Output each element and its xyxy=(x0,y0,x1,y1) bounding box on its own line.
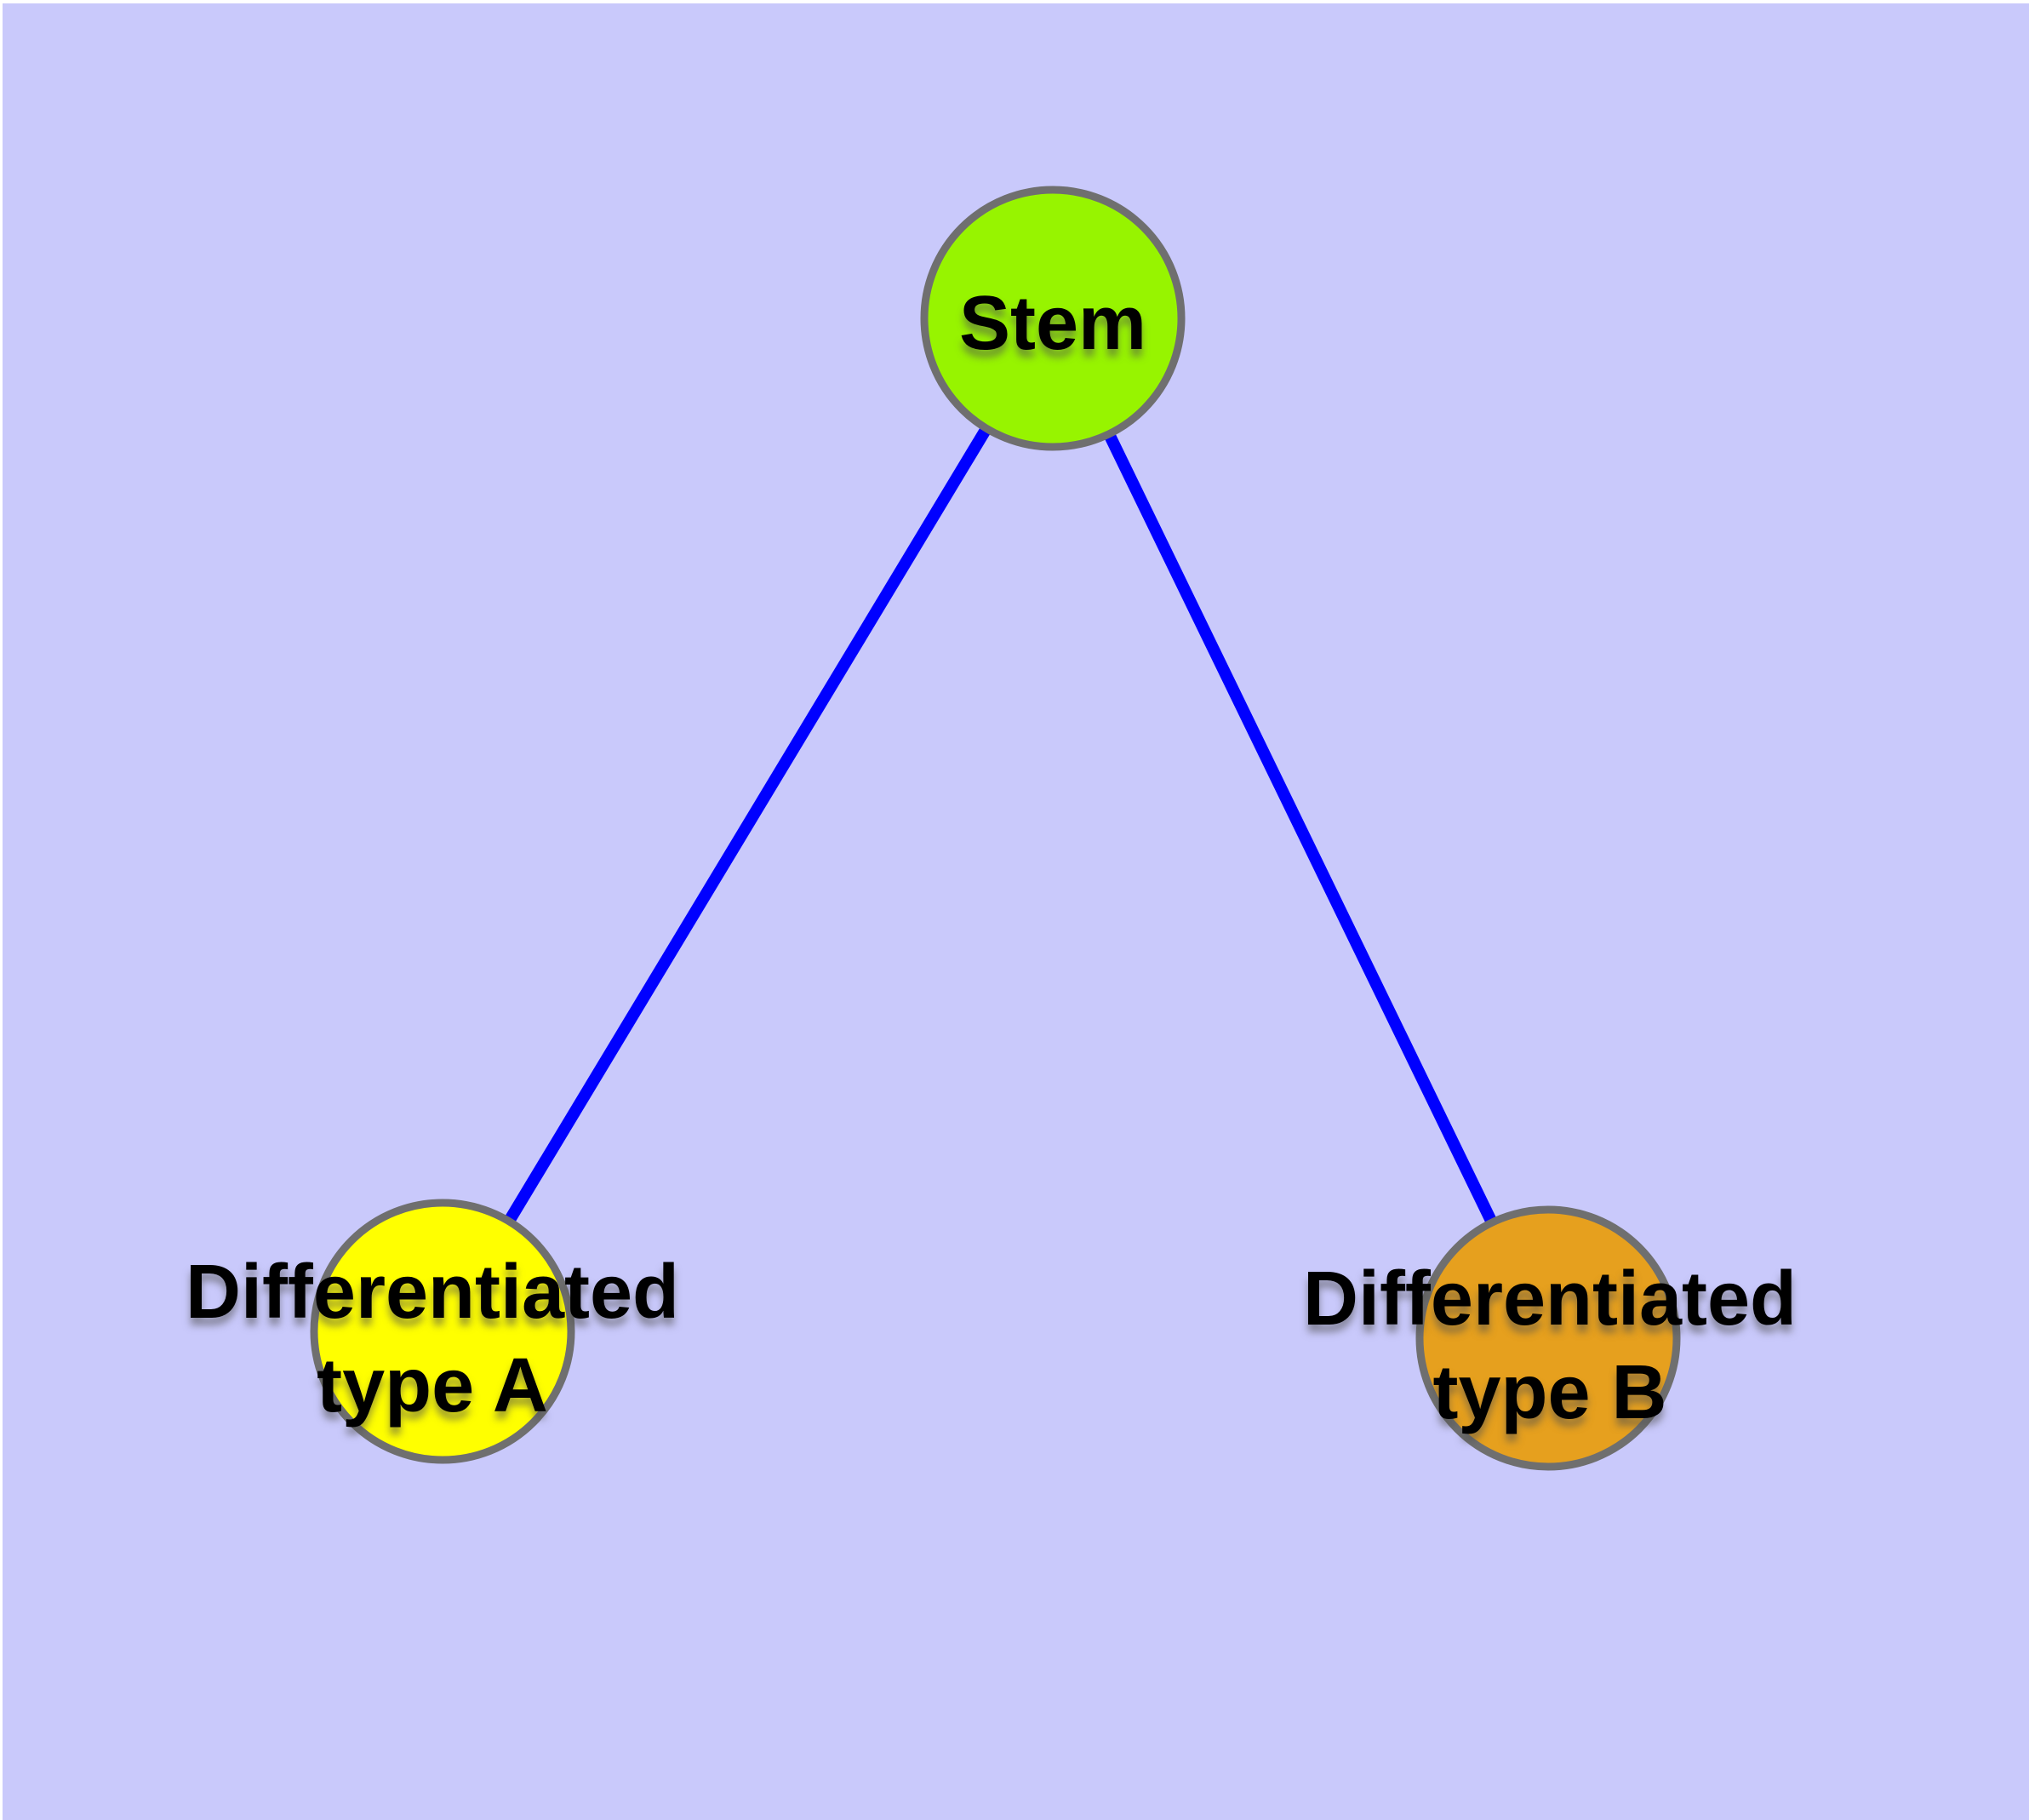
stem-node-label: Stem xyxy=(959,281,1146,366)
stem-node xyxy=(920,186,1186,451)
differentiated-type-b-node xyxy=(1415,1205,1681,1471)
edge-stem-to-type-b xyxy=(1047,315,1554,1342)
edge-stem-to-type-a xyxy=(437,315,1058,1335)
differentiated-type-a-label-line2: type A xyxy=(317,1343,548,1428)
differentiated-type-b-label-line1: Differentiated xyxy=(1303,1256,1797,1342)
differentiated-type-a-node xyxy=(310,1199,575,1464)
differentiated-type-b-label-line2: type B xyxy=(1432,1350,1666,1435)
differentiated-type-a-label-line1: Differentiated xyxy=(186,1250,679,1335)
